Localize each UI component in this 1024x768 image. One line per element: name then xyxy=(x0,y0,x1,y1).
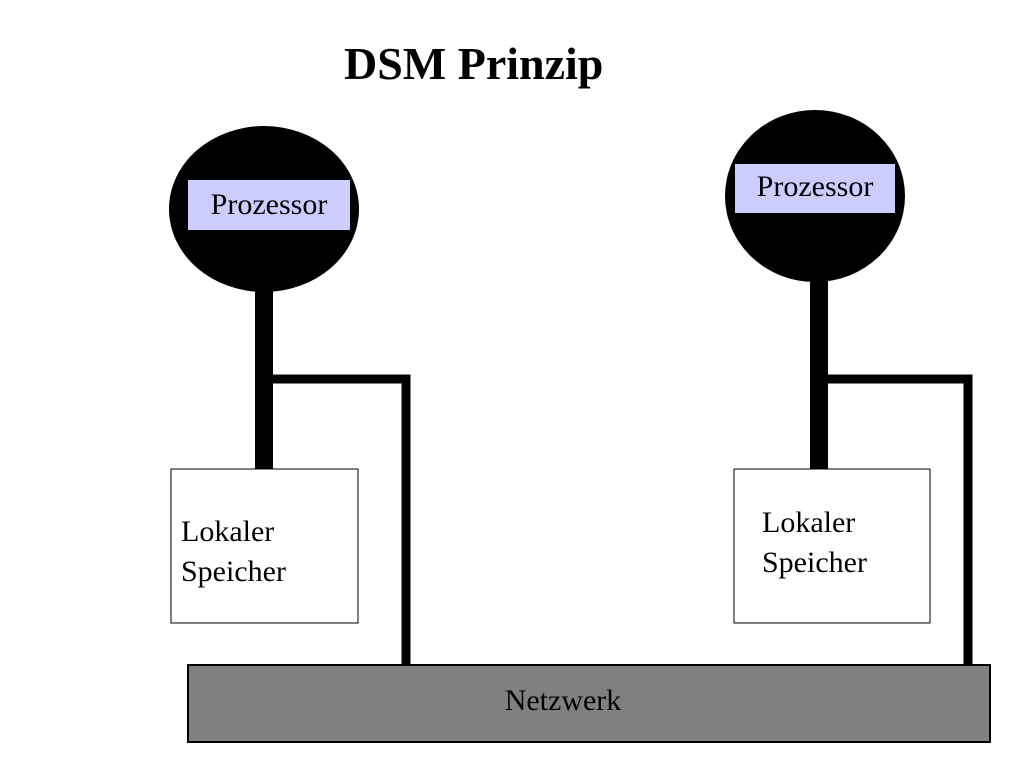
memory-label-1-line2: Speicher xyxy=(181,555,286,588)
processor-label-1: Prozessor xyxy=(188,180,350,230)
memory-label-1-line1: Lokaler xyxy=(181,515,275,548)
processor-to-network-link-2 xyxy=(827,374,973,666)
memory-label-1: Lokaler Speicher xyxy=(181,512,286,592)
network-label: Netzwerk xyxy=(504,684,622,717)
page-title: DSM Prinzip xyxy=(344,38,604,89)
memory-label-2-line1: Lokaler xyxy=(762,506,856,539)
processor-label-2: Prozessor xyxy=(735,164,895,213)
network-bar xyxy=(187,664,991,743)
memory-label-2-line2: Speicher xyxy=(762,546,867,579)
memory-label-2: Lokaler Speicher xyxy=(762,503,867,583)
processor-to-network-link-1 xyxy=(272,374,411,666)
local-memory-box-2 xyxy=(733,468,931,624)
local-memory-box-1 xyxy=(170,468,359,624)
